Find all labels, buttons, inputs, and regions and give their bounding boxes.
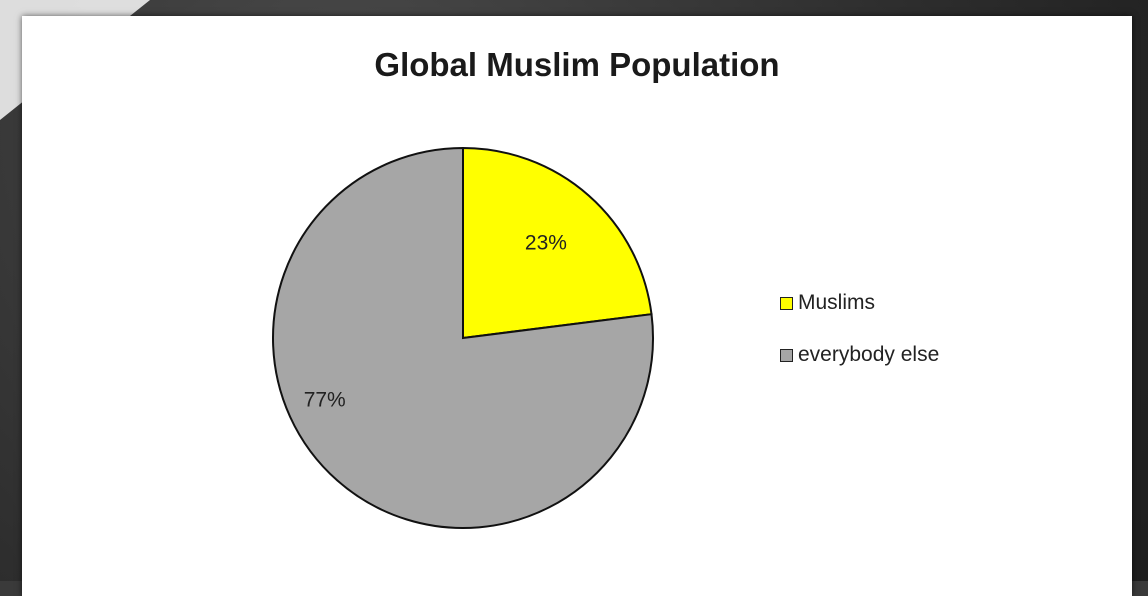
data-label-muslims: 23% (525, 231, 567, 254)
pie-chart: 23% 77% (272, 146, 654, 529)
pie-slice-everybody-else (272, 146, 654, 529)
legend-item-everybody-else: everybody else (780, 340, 939, 370)
legend-item-muslims: Muslims (780, 288, 939, 318)
data-label-everybody-else: 77% (304, 389, 346, 412)
legend: Muslims everybody else (780, 288, 939, 392)
legend-label-everybody-else: everybody else (798, 343, 940, 366)
pie-slice-muslims (462, 146, 653, 340)
legend-swatch-muslims (780, 296, 793, 310)
legend-label-muslims: Muslims (798, 291, 875, 314)
legend-swatch-everybody-else (780, 348, 793, 362)
chart-title: Global Muslim Population (374, 46, 780, 83)
chart-panel: Global Muslim Population 23% 77% Muslims … (22, 16, 1132, 596)
